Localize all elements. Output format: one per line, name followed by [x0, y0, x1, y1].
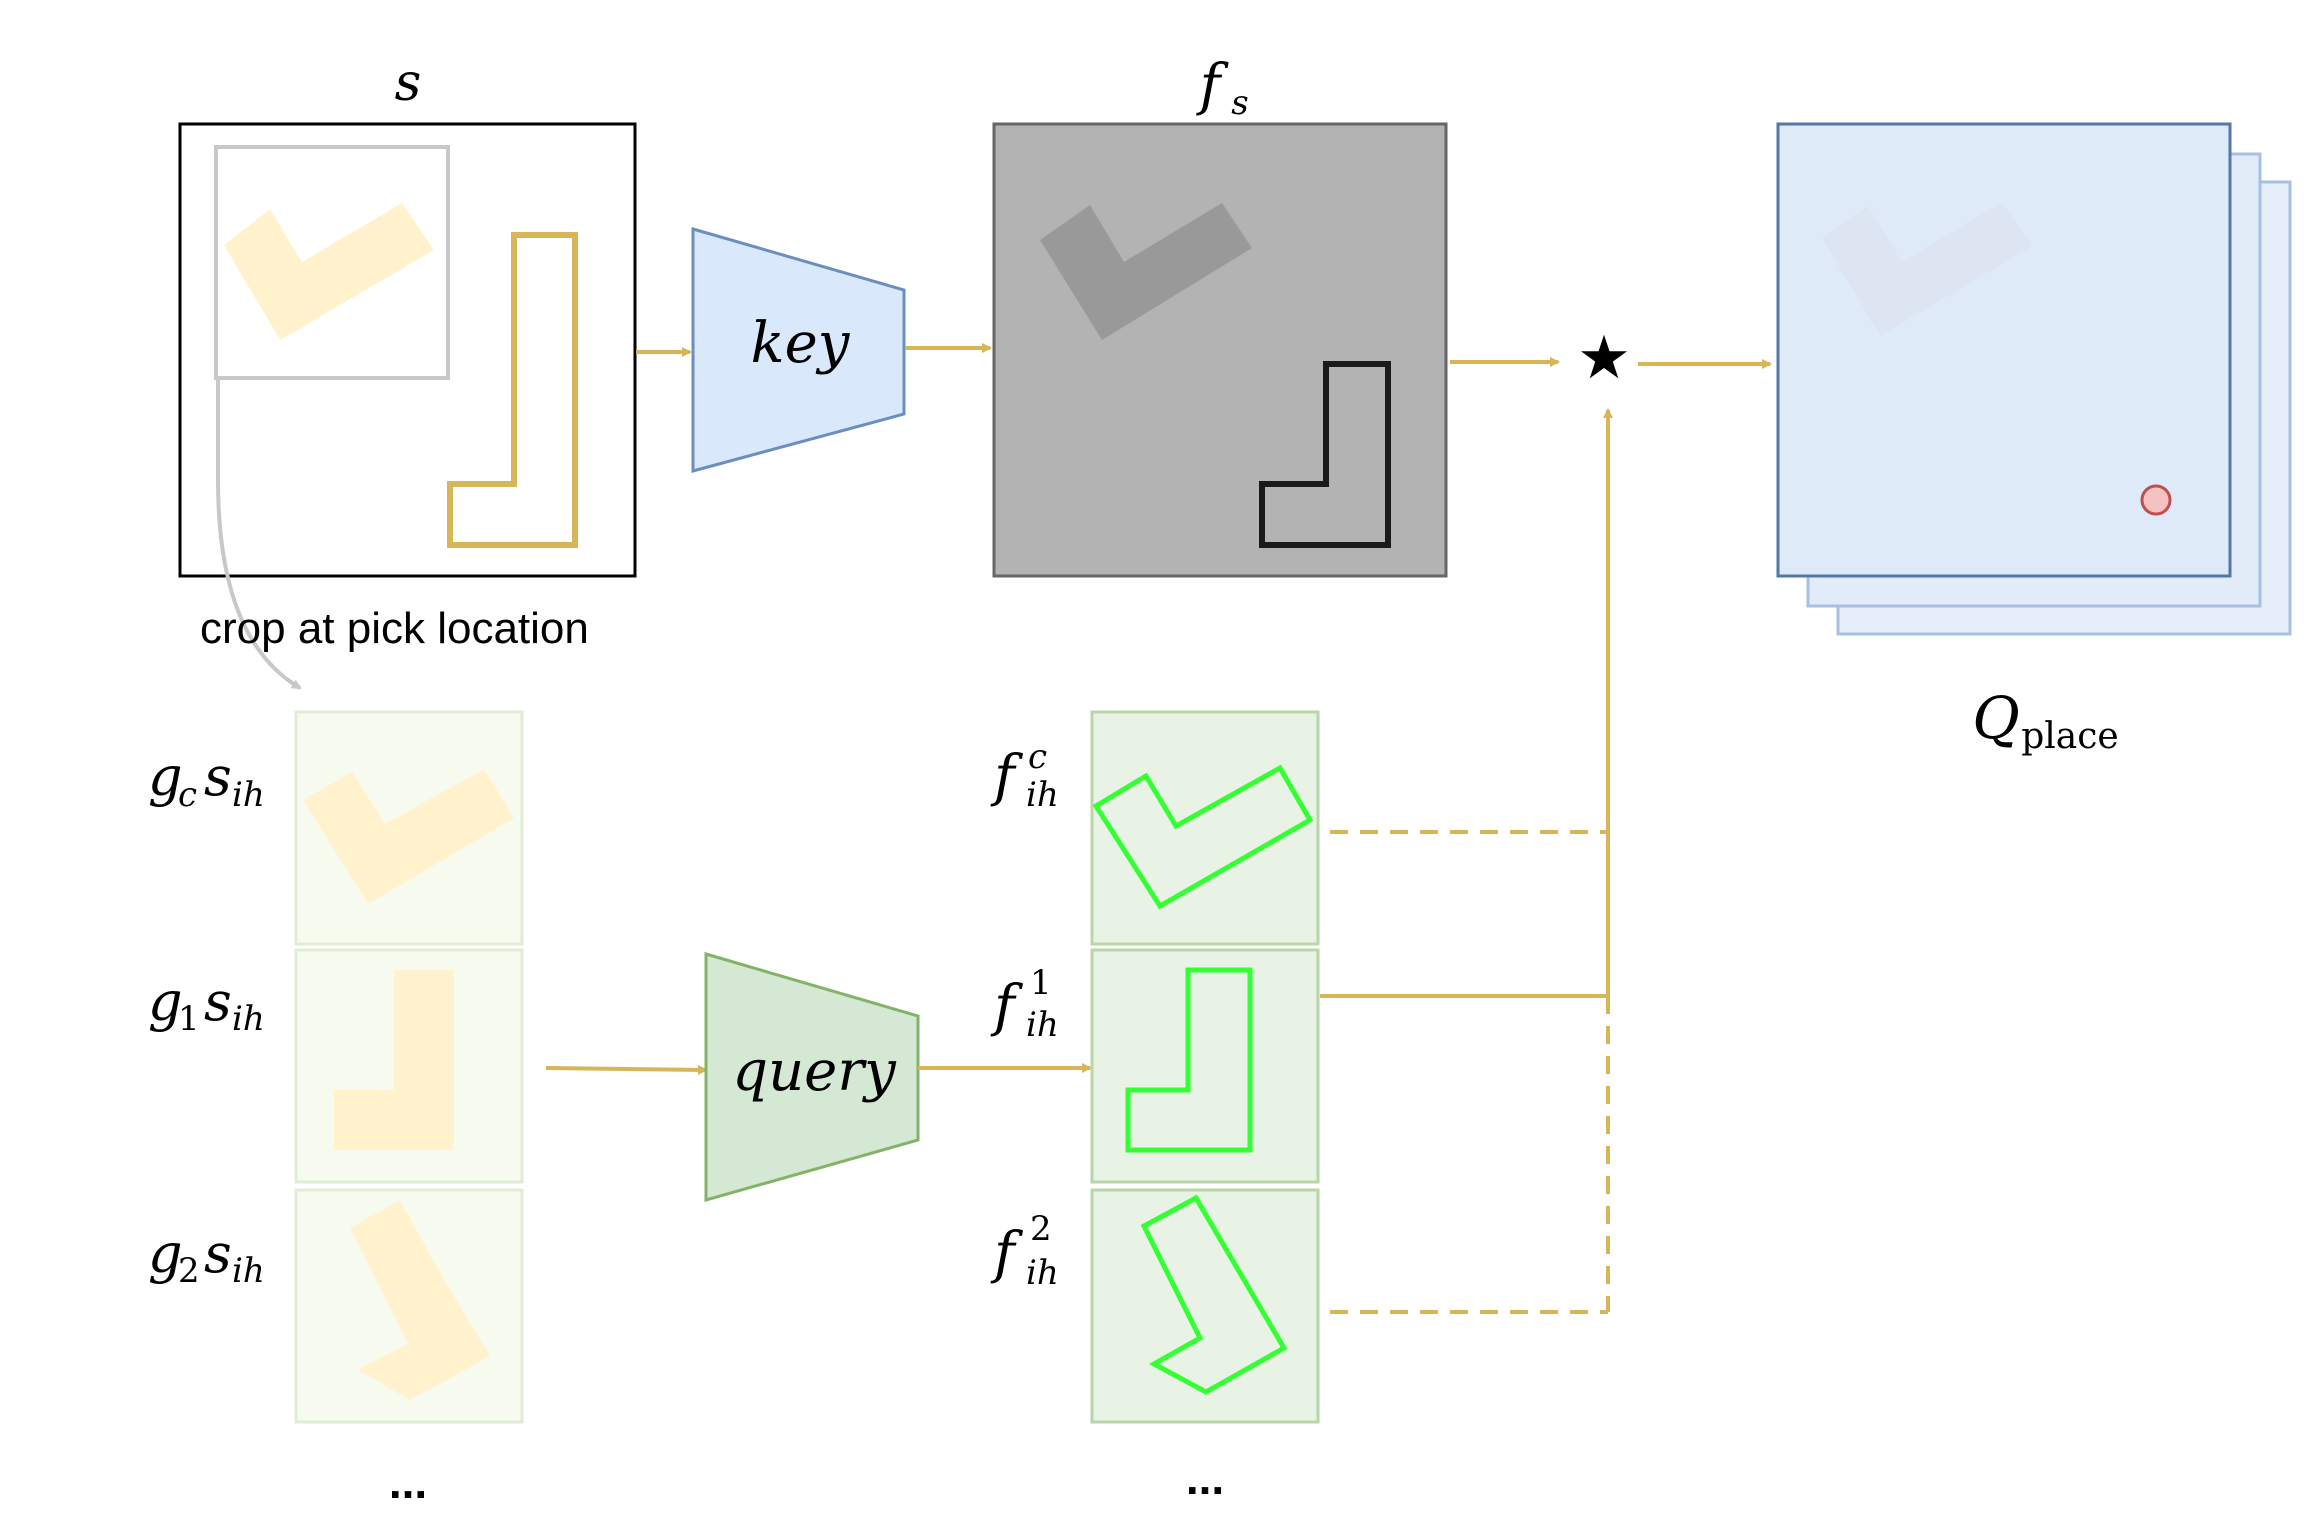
label-q: Q: [1972, 684, 2020, 752]
object-shape-outline: [447, 232, 578, 548]
svg-text:s: s: [204, 970, 232, 1033]
ellipsis-left: ...: [389, 1456, 427, 1508]
svg-text:g: g: [148, 745, 183, 808]
svg-text:2: 2: [1030, 1209, 1052, 1249]
svg-text:s: s: [204, 745, 232, 808]
q-map-shape: [1822, 202, 2032, 336]
feature-tile-c: [1090, 710, 1320, 946]
svg-text:ih: ih: [232, 775, 265, 815]
svg-text:f: f: [990, 974, 1024, 1039]
arrow-crops-to-query: [545, 1064, 708, 1075]
label-g2: g 2 s ih: [148, 1222, 265, 1291]
svg-text:ih: ih: [1026, 1005, 1059, 1045]
label-f-1: f 1 ih: [990, 963, 1059, 1045]
svg-text:c: c: [1028, 737, 1047, 777]
svg-text:s: s: [204, 1222, 232, 1285]
feature-shape-dark: [1040, 203, 1252, 340]
crop-window: [214, 145, 450, 380]
key-encoder: [691, 227, 906, 473]
ellipsis-right: ...: [1186, 1452, 1224, 1504]
label-f-c: f c ih: [990, 737, 1059, 815]
crop-tile-gc: [294, 710, 524, 946]
q-place-maps: [1776, 122, 2292, 636]
key-label: key: [751, 311, 851, 376]
feature-shape-outline: [1259, 361, 1391, 548]
crop-tile-g2: [294, 1188, 524, 1424]
q-map-peak-dot: [2140, 484, 2172, 516]
svg-text:1: 1: [178, 999, 200, 1039]
svg-text:ih: ih: [232, 1251, 265, 1291]
crop-label: crop at pick location: [200, 604, 589, 653]
query-encoder: [704, 951, 920, 1202]
label-fs-sub: s: [1231, 83, 1248, 123]
crop-arrow: [216, 378, 302, 690]
object-shape-light: [224, 203, 434, 340]
crop-tile-g1: [294, 948, 524, 1184]
svg-text:f: f: [990, 1221, 1024, 1286]
feature-tile-2: [1090, 1188, 1320, 1424]
label-g1: g 1 s ih: [148, 970, 265, 1039]
svg-text:g: g: [148, 1222, 183, 1285]
label-gc: g c s ih: [148, 745, 265, 815]
feature-tile-1: [1090, 948, 1320, 1184]
svg-text:ih: ih: [1026, 1253, 1059, 1293]
svg-text:1: 1: [1030, 963, 1052, 1003]
input-image-s: [178, 122, 637, 578]
label-fs: f: [1196, 53, 1230, 118]
label-q-sub: place: [2021, 716, 2119, 757]
svg-text:c: c: [178, 775, 197, 815]
svg-text:2: 2: [178, 1251, 200, 1291]
correlation-star: ★: [1577, 323, 1631, 393]
query-label: query: [732, 1039, 897, 1104]
svg-text:ih: ih: [232, 999, 265, 1039]
svg-text:ih: ih: [1026, 775, 1059, 815]
svg-text:g: g: [148, 970, 183, 1033]
label-s: s: [395, 53, 422, 113]
feature-map-fs: [992, 122, 1448, 578]
label-f-2: f 2 ih: [990, 1209, 1059, 1293]
svg-text:f: f: [990, 744, 1024, 809]
